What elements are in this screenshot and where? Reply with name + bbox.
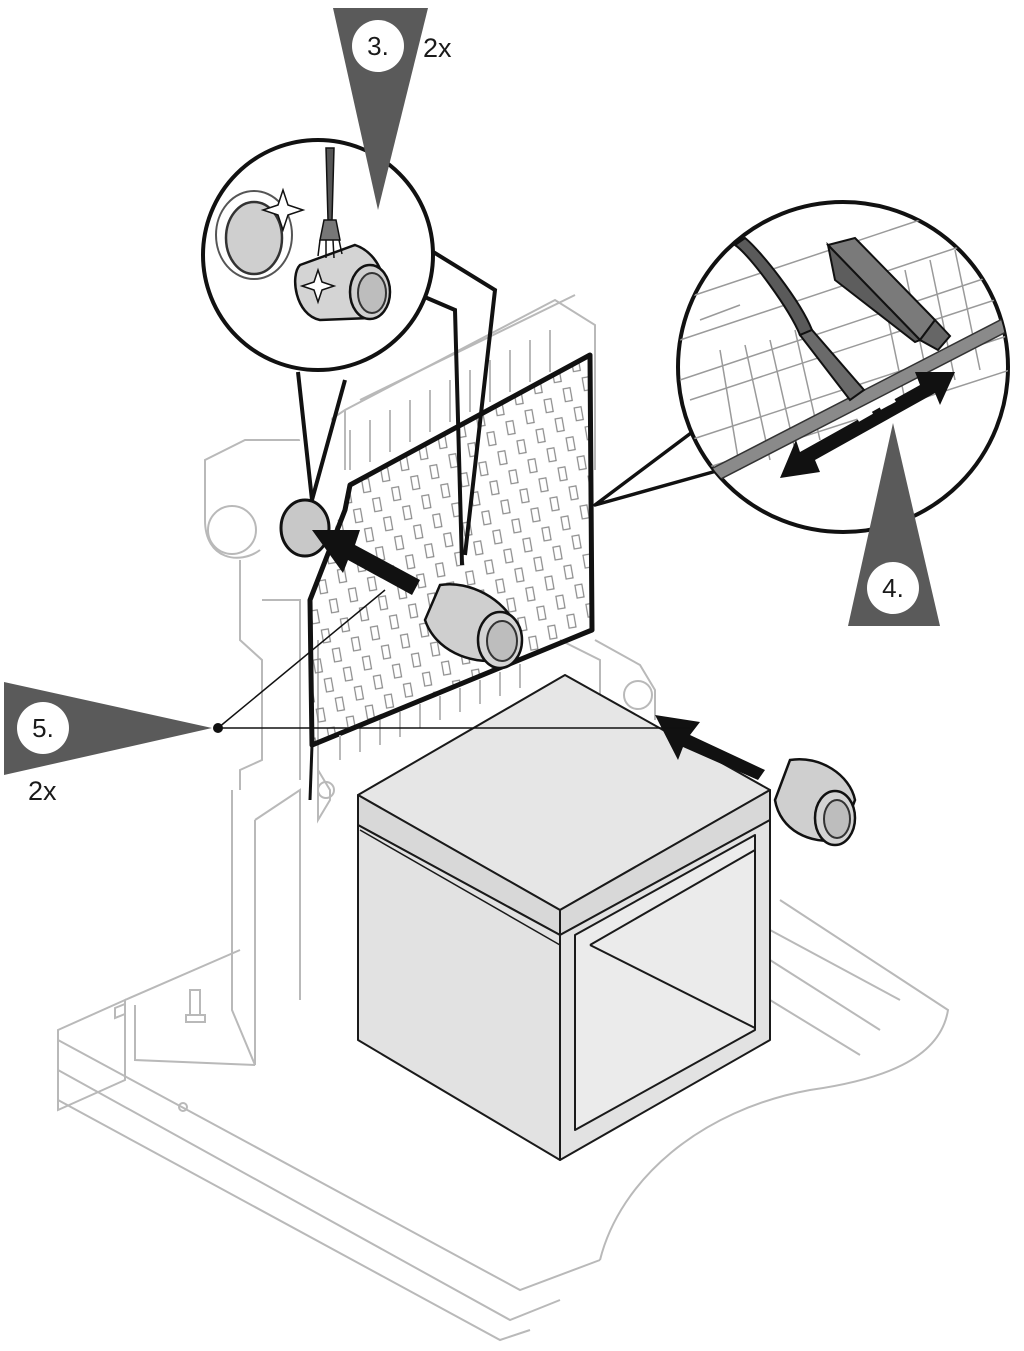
grease-tube-icon xyxy=(826,236,952,352)
step-5-number: 5. xyxy=(32,713,54,743)
insert-arrow-icon xyxy=(312,530,765,780)
step-marker-4: 4. xyxy=(848,423,940,626)
damper-left-seat xyxy=(279,498,331,558)
step-5-pointer xyxy=(217,589,690,729)
zoom-callout-4 xyxy=(593,200,1010,534)
double-arrow-icon xyxy=(780,372,955,478)
damper-upper xyxy=(423,582,524,670)
brush-icon xyxy=(317,147,343,259)
damper-lower xyxy=(773,757,857,847)
step-4-number: 4. xyxy=(882,573,904,603)
frame-outline xyxy=(57,294,950,1342)
step-3-number: 3. xyxy=(367,31,389,61)
step-3-multiplier: 2x xyxy=(423,33,452,63)
sparkle-icon xyxy=(260,187,337,305)
step-marker-3: 3. 2x xyxy=(333,8,452,210)
screwdriver-icon xyxy=(733,236,866,402)
step-5-multiplier: 2x xyxy=(28,776,57,806)
zoom-callout-3 xyxy=(201,138,498,566)
pointer-dot xyxy=(213,723,223,733)
step-marker-5: 5. 2x xyxy=(4,682,212,806)
